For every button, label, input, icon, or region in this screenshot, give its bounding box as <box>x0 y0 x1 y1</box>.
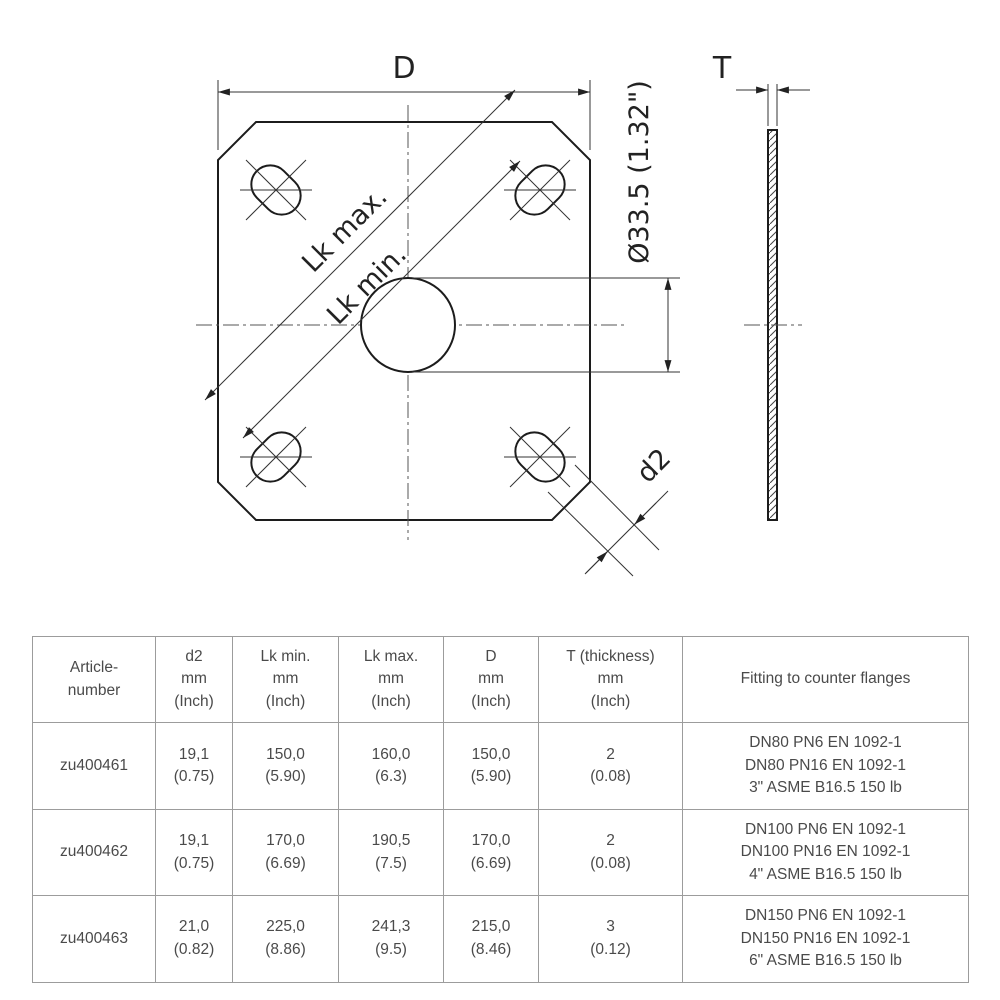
cell-article-number: zu400461 <box>32 722 156 810</box>
center-hole-diameter-label: Ø33.5 (1.32") <box>624 80 655 264</box>
technical-drawing: D Lk max. Lk min. Ø33.5 (1.32") <box>196 51 810 577</box>
col-header-lk-max: Lk max. mm (Inch) <box>338 635 444 724</box>
cell-lk-min: 225,0 (8.86) <box>232 895 339 983</box>
table-header-row: Article- number d2 mm (Inch) Lk min. mm … <box>32 635 969 724</box>
col-header-lk-min: Lk min. mm (Inch) <box>232 635 339 724</box>
cell-d: 215,0 (8.46) <box>443 895 539 983</box>
side-view <box>744 129 802 521</box>
cell-lk-max: 190,5 (7.5) <box>338 808 444 897</box>
table-row: zu400461 19,1 (0.75) 150,0 (5.90) 160,0 … <box>32 722 969 810</box>
spec-table: Article- number d2 mm (Inch) Lk min. mm … <box>32 635 969 983</box>
table-row: zu400463 21,0 (0.82) 225,0 (8.86) 241,3 … <box>32 895 969 983</box>
cell-d: 150,0 (5.90) <box>443 722 539 810</box>
dimension-d2-label: d2 <box>631 443 677 489</box>
dimension-t-label: T <box>712 51 732 86</box>
cell-fitting: DN150 PN6 EN 1092-1 DN150 PN16 EN 1092-1… <box>682 895 969 983</box>
cell-lk-max: 160,0 (6.3) <box>338 722 444 810</box>
col-header-article-number: Article- number <box>32 635 156 724</box>
cell-d: 170,0 (6.69) <box>443 808 539 897</box>
dimension-d-label: D <box>392 51 415 86</box>
col-header-d2: d2 mm (Inch) <box>155 635 233 724</box>
cell-thickness: 3 (0.12) <box>538 895 683 983</box>
cell-article-number: zu400463 <box>32 895 156 983</box>
col-header-d: D mm (Inch) <box>443 635 539 724</box>
cell-lk-min: 150,0 (5.90) <box>232 722 339 810</box>
col-header-thickness: T (thickness) mm (Inch) <box>538 635 683 724</box>
cell-fitting: DN100 PN6 EN 1092-1 DN100 PN16 EN 1092-1… <box>682 808 969 897</box>
cell-lk-min: 170,0 (6.69) <box>232 808 339 897</box>
col-header-fitting: Fitting to counter flanges <box>682 635 969 724</box>
table-row: zu400462 19,1 (0.75) 170,0 (6.69) 190,5 … <box>32 808 969 897</box>
cell-article-number: zu400462 <box>32 808 156 897</box>
cell-d2: 19,1 (0.75) <box>155 722 233 810</box>
dimension-t: T <box>712 51 810 126</box>
cell-thickness: 2 (0.08) <box>538 808 683 897</box>
flange-technical-drawing: D Lk max. Lk min. Ø33.5 (1.32") <box>196 51 810 577</box>
cell-d2: 21,0 (0.82) <box>155 895 233 983</box>
cell-fitting: DN80 PN6 EN 1092-1 DN80 PN16 EN 1092-1 3… <box>682 722 969 810</box>
cell-thickness: 2 (0.08) <box>538 722 683 810</box>
dimension-center-hole-diameter: Ø33.5 (1.32") <box>412 80 680 373</box>
cell-d2: 19,1 (0.75) <box>155 808 233 897</box>
cell-lk-max: 241,3 (9.5) <box>338 895 444 983</box>
